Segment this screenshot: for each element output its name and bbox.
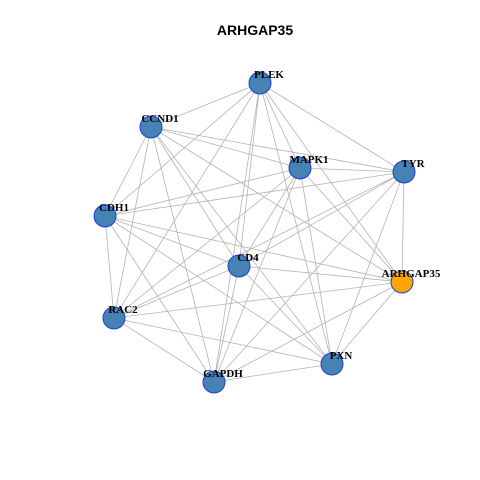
edge-ccnd1-cdh1	[104, 126, 152, 217]
node-plek: PLEK	[248, 69, 284, 95]
edge-ccnd1-mapk1	[150, 126, 301, 169]
edge-cd4-rac2	[113, 265, 240, 319]
node-circle	[390, 270, 414, 294]
node-circle	[248, 71, 272, 95]
edge-cdh1-arhgap35	[104, 215, 403, 283]
node-label: RAC2	[108, 304, 138, 316]
edge-arhgap35-gapdh	[213, 281, 403, 383]
edge-cd4-pxn	[238, 265, 333, 365]
edge-pxn-gapdh	[213, 363, 333, 383]
node-circle	[227, 254, 251, 278]
edge-mapk1-arhgap35	[299, 167, 403, 283]
node-circle	[102, 306, 126, 330]
node-rac2: RAC2	[102, 304, 138, 330]
node-ccnd1: CCND1	[139, 113, 179, 139]
node-circle	[139, 115, 163, 139]
node-label: GAPDH	[203, 368, 243, 380]
edge-layer	[104, 82, 405, 383]
edge-ccnd1-tyr	[150, 126, 405, 173]
node-label: PLEK	[254, 69, 284, 81]
node-mapk1: MAPK1	[288, 154, 329, 180]
edge-tyr-cdh1	[104, 171, 405, 217]
node-pxn: PXN	[320, 350, 353, 376]
edge-mapk1-tyr	[299, 167, 405, 173]
edge-mapk1-cdh1	[104, 167, 301, 217]
edge-cd4-gapdh	[213, 265, 240, 383]
node-label: CD4	[237, 252, 259, 264]
node-circle	[320, 352, 344, 376]
node-circle	[93, 204, 117, 228]
edge-cd4-arhgap35	[238, 265, 403, 283]
edge-mapk1-pxn	[299, 167, 333, 365]
edge-plek-rac2	[113, 82, 261, 319]
edge-mapk1-gapdh	[213, 167, 301, 383]
node-arhgap35: ARHGAP35	[382, 268, 441, 294]
edge-cdh1-pxn	[104, 215, 333, 365]
node-label: MAPK1	[289, 154, 328, 166]
edge-cdh1-cd4	[104, 215, 240, 267]
edge-ccnd1-arhgap35	[150, 126, 403, 283]
node-label: CCND1	[141, 113, 178, 125]
edge-tyr-arhgap35	[401, 171, 405, 283]
edge-ccnd1-pxn	[150, 126, 333, 365]
edge-plek-tyr	[259, 82, 405, 173]
edge-plek-cdh1	[104, 82, 261, 217]
node-label: ARHGAP35	[382, 268, 441, 280]
edge-arhgap35-pxn	[331, 281, 403, 365]
edge-plek-cd4	[238, 82, 261, 267]
edge-tyr-cd4	[238, 171, 405, 267]
edge-rac2-pxn	[113, 317, 333, 365]
node-gapdh: GAPDH	[202, 368, 243, 394]
edge-tyr-gapdh	[213, 171, 405, 383]
node-circle	[392, 160, 416, 184]
edge-plek-mapk1	[259, 82, 301, 169]
edge-mapk1-rac2	[113, 167, 301, 319]
node-label: CDH1	[99, 202, 129, 214]
edge-tyr-rac2	[113, 171, 405, 319]
edge-plek-pxn	[259, 82, 333, 365]
node-label: TYR	[401, 158, 425, 170]
edge-rac2-gapdh	[113, 317, 215, 383]
edge-ccnd1-gapdh	[150, 126, 215, 383]
diagram-title: ARHGAP35	[217, 22, 293, 38]
node-cdh1: CDH1	[93, 202, 129, 228]
edge-plek-gapdh	[213, 82, 261, 383]
node-circle	[202, 370, 226, 394]
node-tyr: TYR	[392, 158, 426, 184]
edge-tyr-pxn	[331, 171, 405, 365]
node-circle	[288, 156, 312, 180]
node-label: PXN	[330, 350, 353, 362]
edge-cdh1-rac2	[104, 215, 115, 319]
edge-plek-ccnd1	[150, 82, 261, 128]
node-cd4: CD4	[227, 252, 259, 278]
edge-arhgap35-rac2	[113, 281, 403, 319]
